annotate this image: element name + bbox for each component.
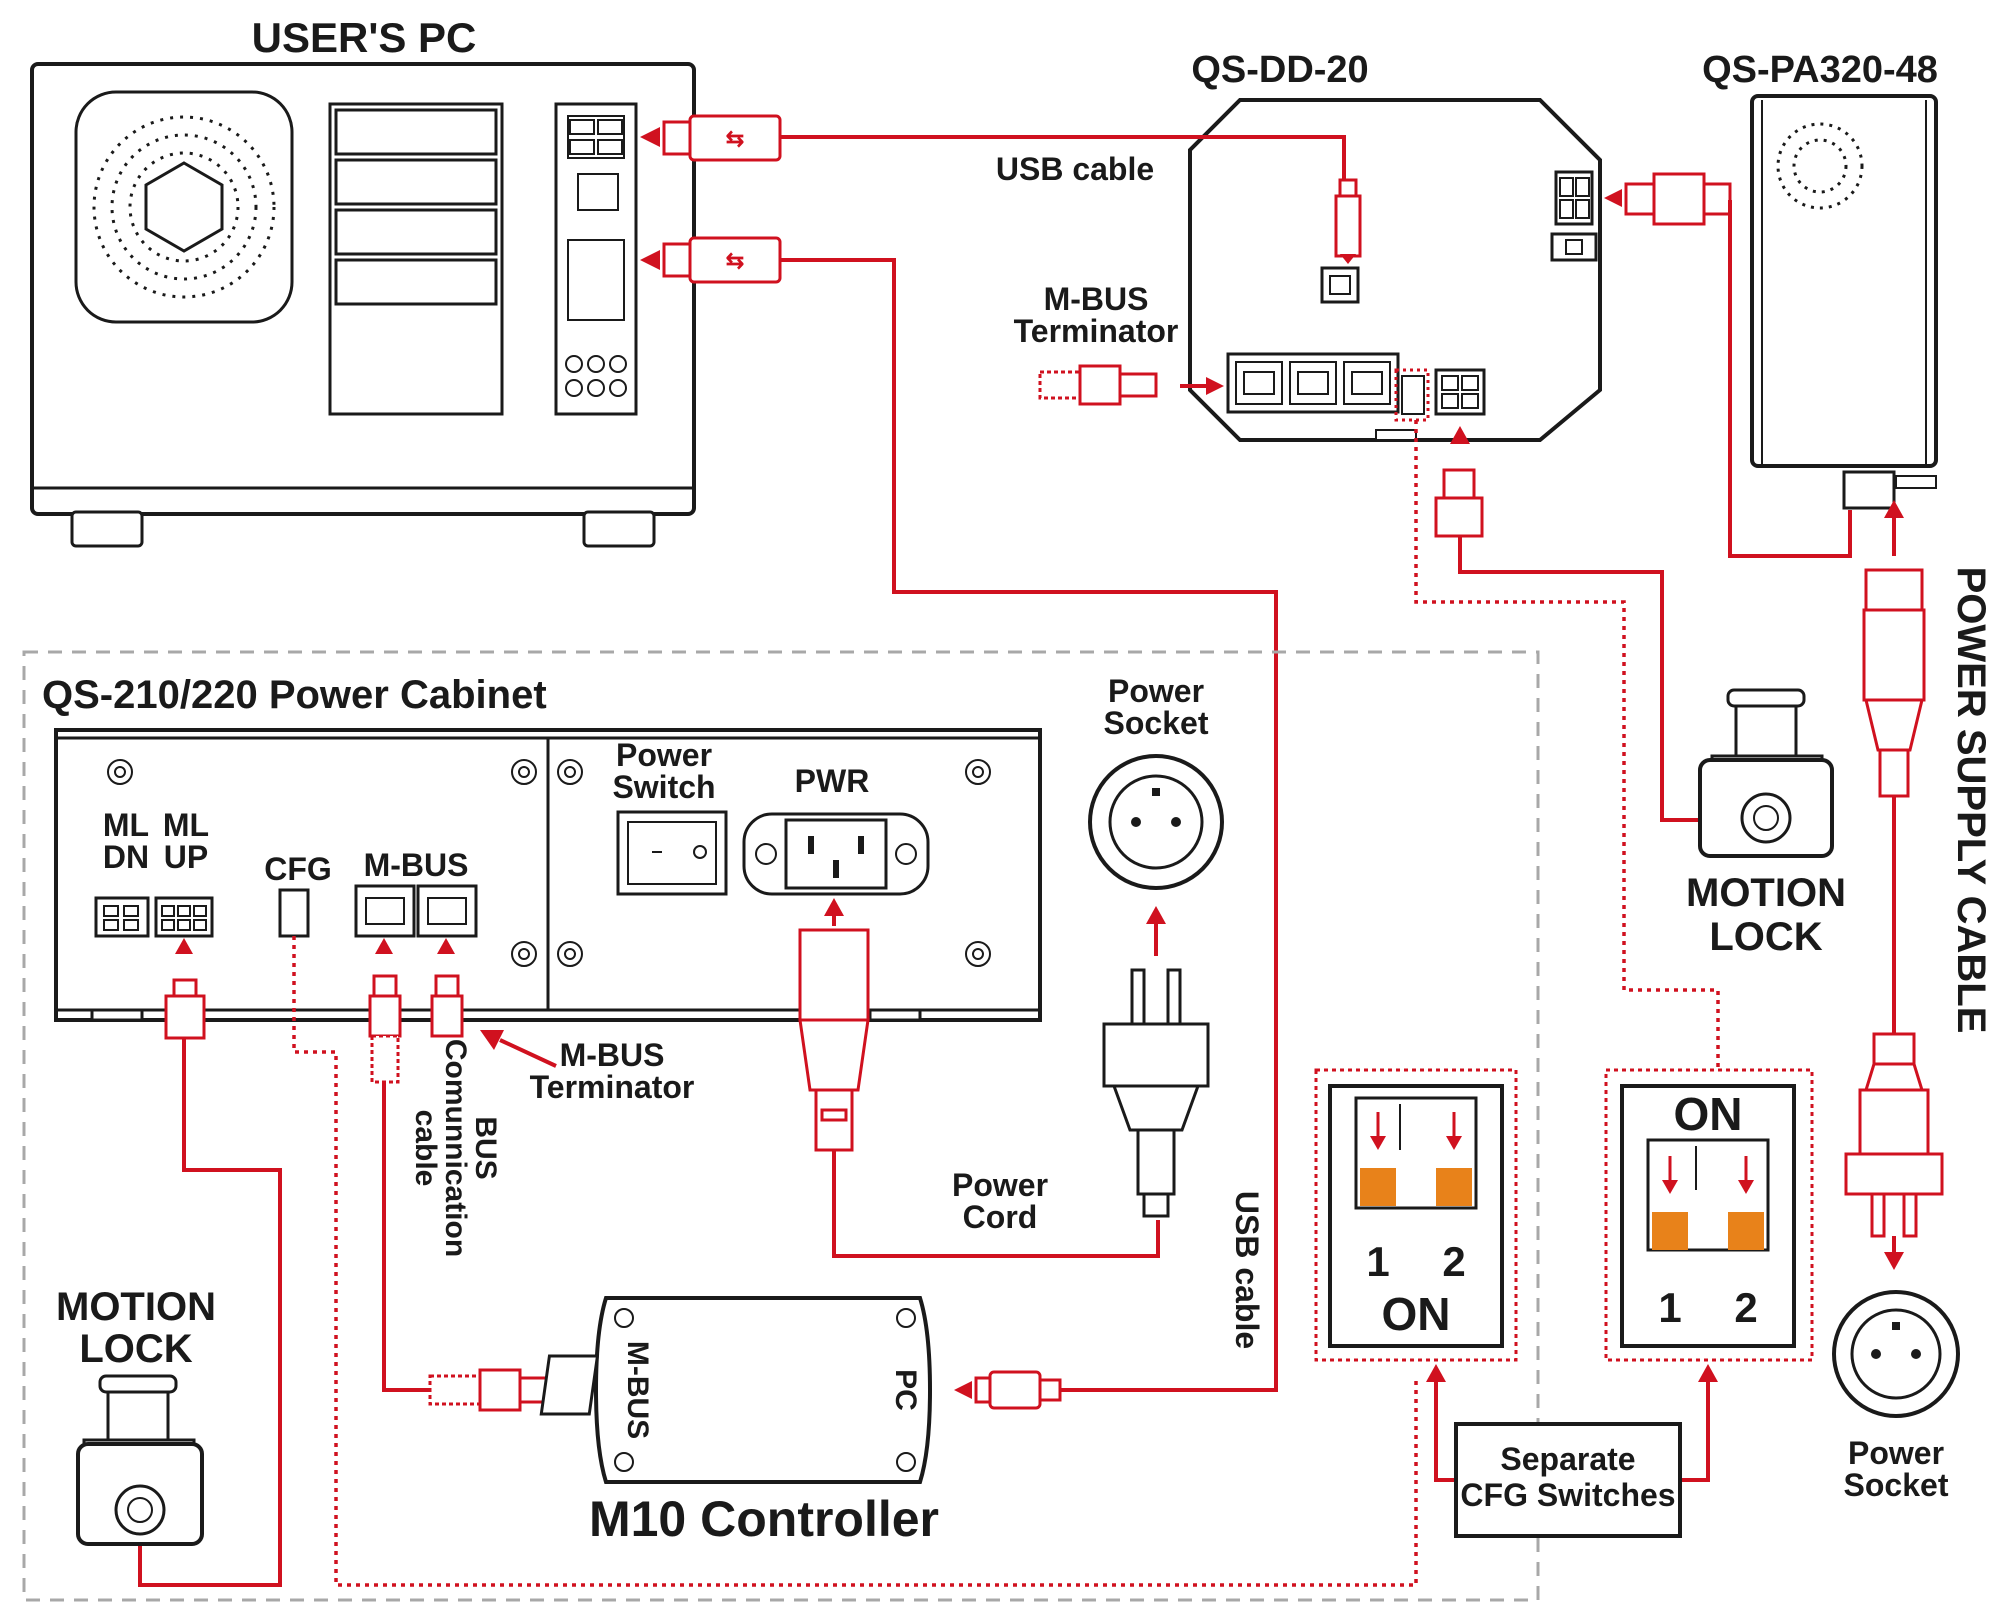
usb-cable-vertical-label: USB cable xyxy=(1229,1191,1265,1349)
power-cord-label-2: Cord xyxy=(963,1199,1038,1235)
power-socket-mid-label-1: Power xyxy=(1108,673,1204,709)
svg-text:⇆: ⇆ xyxy=(726,248,744,273)
switch-right-2: 2 xyxy=(1734,1284,1757,1331)
svg-text:BUS: BUS xyxy=(469,1116,502,1179)
controller-title: M10 Controller xyxy=(589,1491,939,1547)
svg-text:USB cable: USB cable xyxy=(1229,1191,1265,1349)
svg-text:cable: cable xyxy=(409,1110,442,1187)
mbus-terminator-top xyxy=(1038,364,1224,406)
ml-dn-label-2: DN xyxy=(103,839,149,875)
cabinet-title: QS-210/220 Power Cabinet xyxy=(42,673,547,717)
svg-text:Comunnication: Comunnication xyxy=(439,1039,472,1257)
usb-plug-bottom: ⇆ xyxy=(640,236,782,284)
motion-lock-left-label-1: MOTION xyxy=(56,1285,216,1329)
power-socket-mid xyxy=(1088,754,1224,890)
mbus-terminator-bottom xyxy=(430,938,464,1038)
ml-up-label-1: ML xyxy=(163,807,209,843)
power-socket-right-label-2: Socket xyxy=(1844,1467,1949,1503)
power-cord-label-1: Power xyxy=(952,1167,1048,1203)
ml-up-label-2: UP xyxy=(164,839,208,875)
switch-left-on: ON xyxy=(1382,1288,1451,1340)
m10-controller xyxy=(539,1296,933,1484)
pwr-label: PWR xyxy=(795,763,870,799)
psu-wall-plug xyxy=(1844,1032,1944,1238)
usb-plug-top: ⇆ xyxy=(640,114,782,162)
motion-lock-left-label-2: LOCK xyxy=(79,1327,192,1371)
mbus-terminator-bottom-label-2: Terminator xyxy=(530,1069,695,1105)
qs-dd-20: QS-DD-20 xyxy=(1188,49,1602,442)
mbus-label: M-BUS xyxy=(364,847,469,883)
cfg-label: CFG xyxy=(264,851,332,887)
psu-cable-plug xyxy=(1862,568,1926,798)
usb-cable-top-label: USB cable xyxy=(996,151,1154,187)
users-pc-title: USER'S PC xyxy=(252,14,477,61)
mbus-terminator-top-label-1: M-BUS xyxy=(1044,281,1149,317)
power-switch-label-1: Power xyxy=(616,737,712,773)
power-cord-plug xyxy=(798,928,870,1152)
svg-text:M-BUS: M-BUS xyxy=(621,1341,654,1439)
switch-left-2: 2 xyxy=(1442,1238,1465,1285)
controller-mbus-label: M-BUS xyxy=(621,1341,654,1439)
switch-right-on: ON xyxy=(1674,1088,1743,1140)
dd20-bottom-plug xyxy=(1434,426,1484,538)
qs-dd-20-title: QS-DD-20 xyxy=(1191,49,1368,91)
svg-text:⇆: ⇆ xyxy=(726,126,744,151)
mbus-terminator-bottom-label-1: M-BUS xyxy=(560,1037,665,1073)
power-socket-right xyxy=(1832,1290,1960,1418)
power-socket-right-label-1: Power xyxy=(1848,1435,1944,1471)
switch-left-1: 1 xyxy=(1366,1238,1389,1285)
controller-pc-label: PC xyxy=(889,1369,922,1411)
switch-right-1: 1 xyxy=(1658,1284,1681,1331)
separate-cfg-box xyxy=(1454,1422,1682,1538)
cfg-switch-right xyxy=(1604,1068,1814,1362)
svg-text:PC: PC xyxy=(889,1369,922,1411)
users-pc: USER'S PC xyxy=(30,14,696,548)
power-socket-mid-label-2: Socket xyxy=(1104,705,1209,741)
mbus-terminator-top-label-2: Terminator xyxy=(1014,313,1179,349)
separate-label-1: Separate xyxy=(1500,1441,1635,1477)
usb-controller-plug xyxy=(954,1370,1062,1410)
qs-pa320-48-title: QS-PA320-48 xyxy=(1702,49,1938,91)
power-plug-mid xyxy=(1102,968,1210,1218)
qs-pa320-48: QS-PA320-48 xyxy=(1702,49,1938,510)
motion-lock-right-label-1: MOTION xyxy=(1686,871,1846,915)
cfg-switch-left xyxy=(1314,1068,1518,1362)
motion-lock-right xyxy=(1698,688,1834,858)
power-cabinet xyxy=(54,728,1042,1022)
dd20-power-plug xyxy=(1604,172,1732,226)
usb-b-plug xyxy=(1334,178,1362,264)
motion-lock-left xyxy=(76,1374,204,1546)
motion-lock-right-label-2: LOCK xyxy=(1709,915,1822,959)
power-supply-cable-label: POWER SUPPLY CABLE xyxy=(1949,567,1993,1034)
svg-text:POWER SUPPLY CABLE: POWER SUPPLY CABLE xyxy=(1949,567,1993,1034)
bus-comm-label: BUS Comunnication cable xyxy=(409,1039,502,1257)
power-switch-label-2: Switch xyxy=(612,769,715,805)
cabinet-boundary xyxy=(22,650,1540,1602)
ml-dn-label-1: ML xyxy=(103,807,149,843)
separate-label-2: CFG Switches xyxy=(1460,1477,1675,1513)
